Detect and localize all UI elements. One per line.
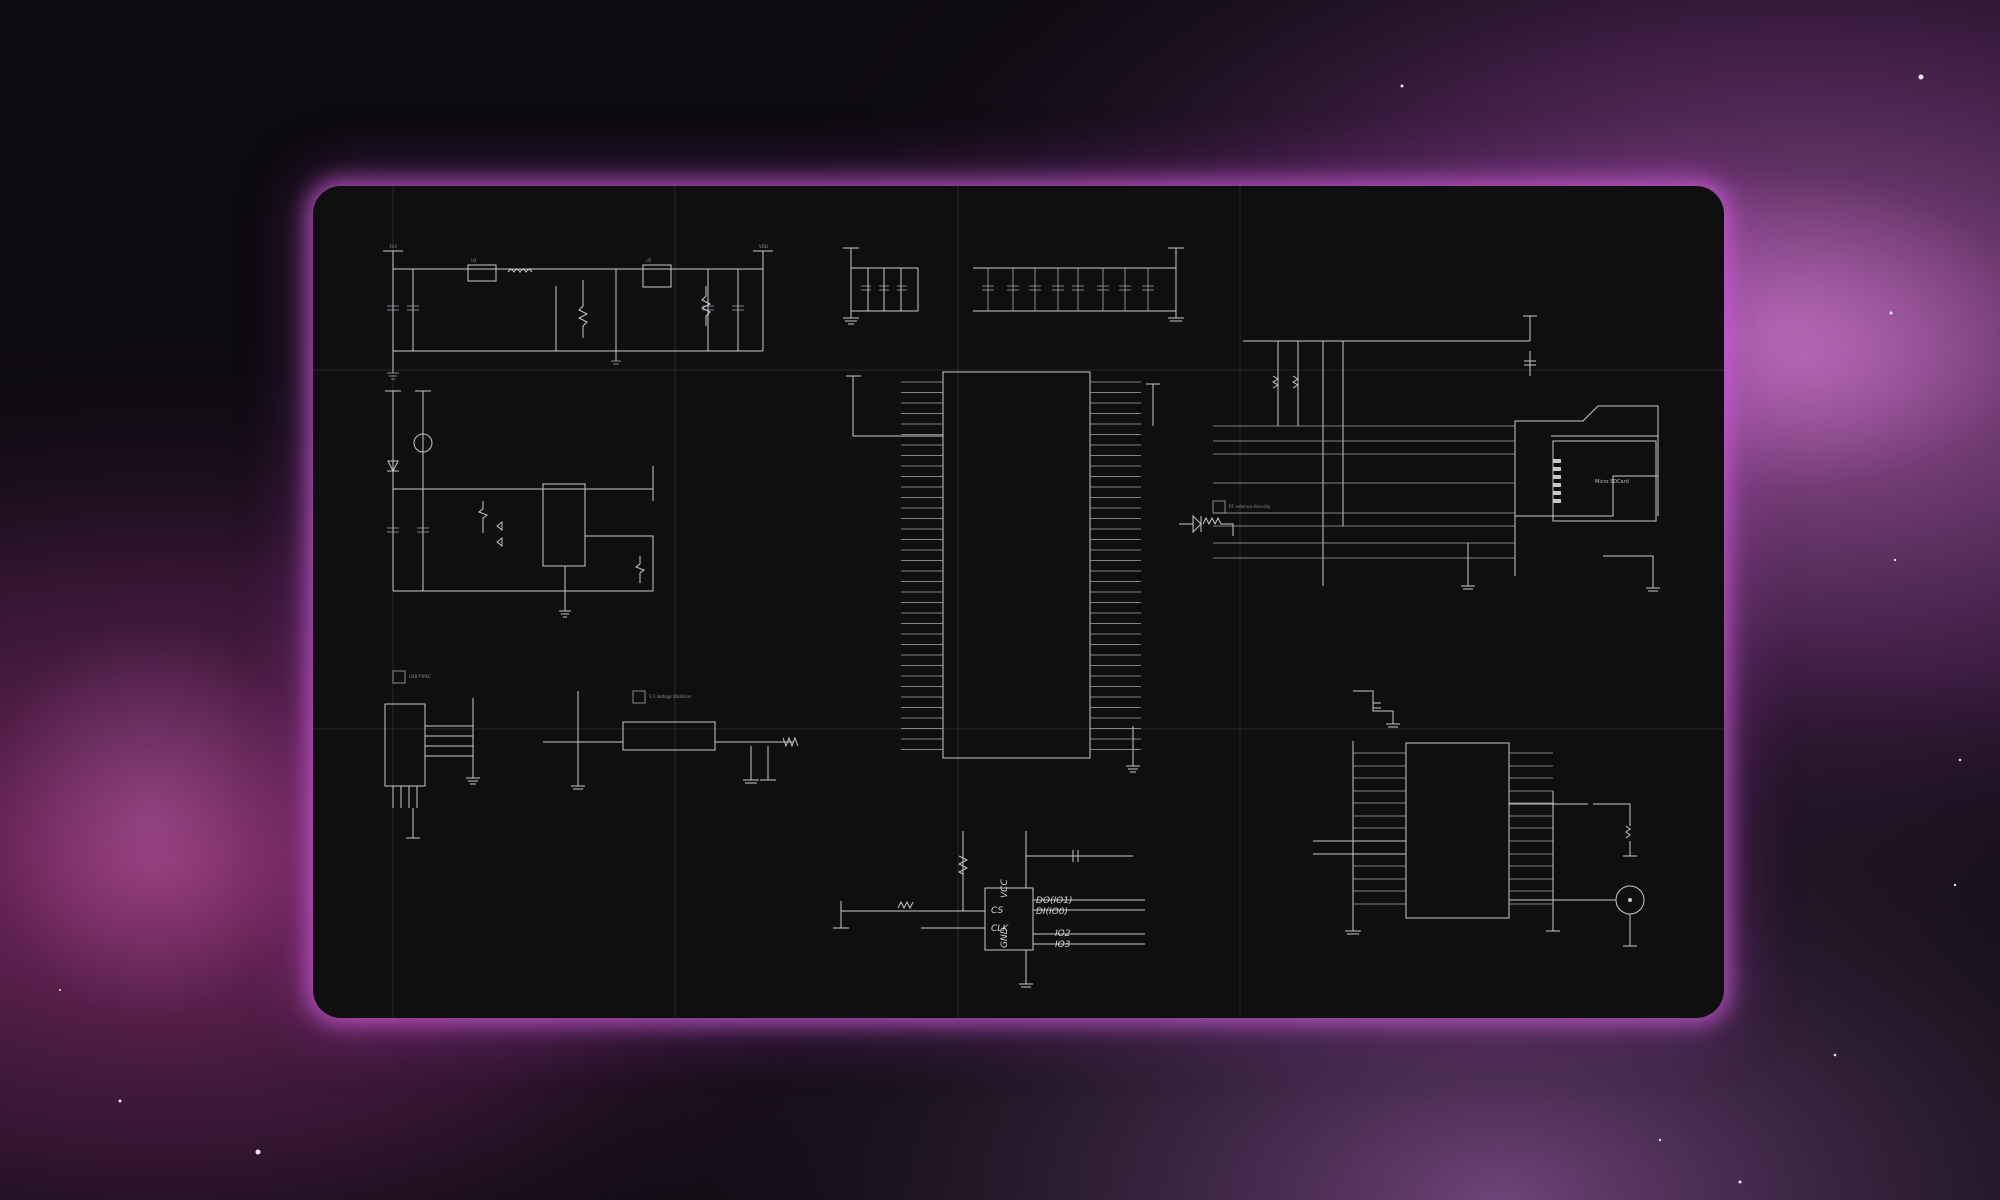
svg-text:USB-TYPEC: USB-TYPEC <box>409 674 431 679</box>
svg-text:RF antenna diversity: RF antenna diversity <box>1229 504 1271 509</box>
charger-section <box>385 390 654 618</box>
flash-do-label: DO(IO1) <box>1036 896 1073 906</box>
svg-text:U4: U4 <box>471 258 477 263</box>
flash-io3-label: IO3 <box>1055 940 1071 950</box>
circuit-schematic: 3V3 VDD U4 U5 USB-TYPEC <box>313 186 1724 1018</box>
usb-connector: USB-TYPEC <box>384 670 480 839</box>
svg-text:3.3 Voltage Stabilizer: 3.3 Voltage Stabilizer <box>649 694 692 699</box>
radio-chip <box>1313 690 1645 947</box>
decoupling-capacitors <box>843 247 1184 325</box>
sd-card-section: Micro SDCard <box>1213 315 1660 592</box>
flash-memory-chip: CS CLK VCC GND DO(IO1) DI(IO0) IO2 IO3 <box>833 831 1145 988</box>
flash-vcc-label: VCC <box>1000 879 1010 898</box>
mcu-block: RF antenna diversity <box>846 371 1271 773</box>
svg-text:VDD: VDD <box>759 244 768 249</box>
flash-clk-label: CLK <box>991 924 1009 934</box>
svg-text:3V3: 3V3 <box>389 244 397 249</box>
sheet-grid <box>313 186 1724 1018</box>
schematic-panel: 3V3 VDD U4 U5 USB-TYPEC <box>313 186 1724 1018</box>
ldo-section: 3.3 Voltage Stabilizer <box>543 690 799 790</box>
flash-gnd-label: GND <box>1000 927 1010 948</box>
flash-io2-label: IO2 <box>1055 929 1071 939</box>
regulator-section: 3V3 VDD U4 U5 <box>383 244 773 380</box>
flash-di-label: DI(IO0) <box>1036 907 1068 917</box>
svg-text:U5: U5 <box>646 258 652 263</box>
sd-card-label: Micro SDCard <box>1595 479 1629 485</box>
flash-cs-label: CS <box>991 906 1003 916</box>
